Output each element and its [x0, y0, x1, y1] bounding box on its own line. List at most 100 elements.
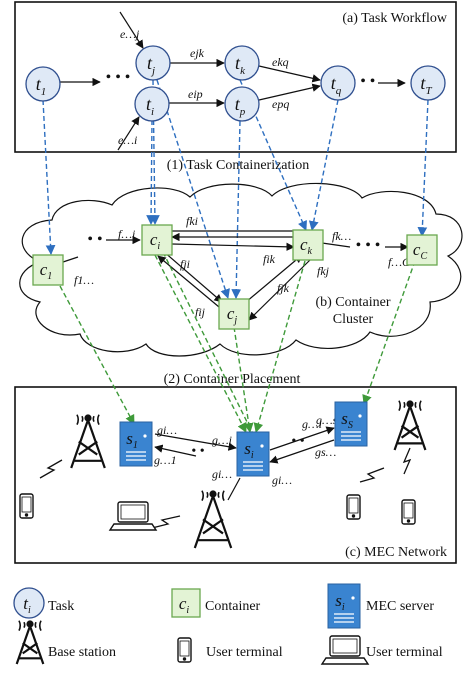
- label-f-jk: fjk: [277, 281, 290, 295]
- workflow-edges: [60, 11, 406, 151]
- base-station-icon-3: [193, 490, 233, 549]
- server-box: [236, 431, 270, 477]
- server-node-s1: s1: [119, 421, 153, 467]
- label-f-i-in: f…i: [118, 227, 135, 241]
- task-label-ti: ti: [146, 94, 154, 118]
- label-f-c-in: f…C: [388, 255, 411, 269]
- container-box: [406, 234, 438, 266]
- server-led: [143, 434, 147, 438]
- container-node-ck: ck: [292, 229, 324, 261]
- legend-server-symbol-label: si: [335, 591, 345, 613]
- ellipsis-mec-2: • •: [291, 434, 304, 449]
- server-node-si-label: si: [244, 439, 254, 461]
- wireless-icon-4: [402, 447, 412, 475]
- wireless-icon-1: [39, 459, 63, 479]
- label-e-i-in: e…i: [118, 133, 137, 147]
- label-e-pq: epq: [272, 97, 289, 111]
- server-box: [327, 583, 361, 629]
- task-label-tq: tq: [331, 73, 342, 97]
- wireless-icon-3: [359, 467, 385, 483]
- laptop-icon-1: [108, 501, 158, 531]
- link-si-s1: [154, 444, 197, 457]
- label-e-j-in: e…j: [120, 27, 140, 41]
- edge-ci-ck-2: [171, 242, 295, 252]
- server-box: [334, 401, 368, 447]
- server-node-sS: sS: [334, 401, 368, 447]
- server-links: [154, 426, 335, 501]
- task-circle: [224, 45, 260, 81]
- legend-phone-icon: [177, 637, 192, 663]
- task-circle: [135, 45, 171, 81]
- container-to-server-mapping: [59, 251, 416, 433]
- user-terminals: [19, 493, 416, 531]
- cluster-title-line2: Cluster: [333, 312, 374, 327]
- edge-tk-tq: [258, 65, 321, 83]
- server-node-sS-label: sS: [341, 409, 353, 431]
- container-box: [218, 298, 250, 330]
- base-station-icon-2: [393, 400, 427, 451]
- task-label-t1: t1: [36, 74, 47, 98]
- container-box: [292, 229, 324, 261]
- link-si-bs: [227, 477, 241, 501]
- legend-container-symbol: ci: [171, 588, 201, 618]
- label-f-k-out: fk…: [332, 229, 351, 243]
- task-node-tT: tT: [410, 65, 446, 101]
- place-cj-si: [233, 326, 254, 433]
- container-box: [32, 254, 64, 286]
- map-tp-cj: [231, 120, 242, 299]
- server-led: [260, 444, 264, 448]
- edge-cj-ck: [245, 254, 303, 303]
- task-circle: [410, 65, 446, 101]
- step-container-placement: (2) Container Placement: [164, 372, 301, 387]
- label-g-i-e: gi…: [272, 473, 292, 487]
- legend-container-label: Container: [205, 599, 261, 614]
- base-stations: [70, 400, 427, 549]
- task-node-tk: tk: [224, 45, 260, 81]
- label-f-ki: fki: [186, 214, 198, 228]
- task-node-tj: tj: [135, 45, 171, 81]
- legend-task-label: Task: [48, 599, 74, 614]
- edge-tp-tq: [258, 83, 321, 101]
- label-e-kq: ekq: [272, 55, 289, 69]
- server-node-si: si: [236, 431, 270, 477]
- container-node-cj: cj: [218, 298, 250, 330]
- edge-into-tj: [119, 11, 144, 49]
- mec-title: (c) MEC Network: [345, 545, 447, 560]
- map-tq-ck: [308, 99, 339, 231]
- server-led: [351, 596, 355, 600]
- label-g-i-b: g…i: [212, 433, 232, 447]
- label-g-1-in: g…1: [154, 453, 177, 467]
- label-g-i-a: gi…: [157, 423, 177, 437]
- task-label-tk: tk: [235, 53, 246, 77]
- legend-laptop-icon: [320, 635, 370, 665]
- label-g-i-d: g…i: [302, 417, 322, 431]
- label-e-jk: ejk: [190, 46, 205, 60]
- ellipsis-cluster-2: • • •: [356, 237, 381, 254]
- server-led: [358, 414, 362, 418]
- task-node-tp: tp: [224, 86, 260, 122]
- legend-server-label: MEC server: [366, 599, 434, 614]
- task-circle: [25, 66, 61, 102]
- legend-base-station-label: Base station: [48, 645, 116, 660]
- task-node-ti: ti: [134, 86, 170, 122]
- container-node-ci: ci: [141, 224, 173, 256]
- label-g-i-c: gi…: [212, 467, 232, 481]
- label-f-ik: fik: [263, 252, 276, 266]
- wireless-icon-2: [151, 515, 181, 529]
- map-ti-ci: [146, 119, 156, 225]
- phone-icon-2: [346, 494, 361, 520]
- label-e-ip: eip: [188, 87, 203, 101]
- container-label-cj: cj: [227, 304, 238, 326]
- legend-user-terminal-label-2: User terminal: [366, 645, 443, 660]
- task-label-tp: tp: [235, 94, 246, 118]
- container-box: [141, 224, 173, 256]
- legend-server-symbol: si: [327, 583, 361, 629]
- edge-ci-cj: [162, 250, 223, 303]
- wireless-links: [39, 447, 412, 529]
- legend-container-symbol-label: ci: [179, 594, 190, 616]
- workflow-title: (a) Task Workflow: [342, 11, 448, 26]
- ellipsis-mec-1: • •: [191, 444, 204, 459]
